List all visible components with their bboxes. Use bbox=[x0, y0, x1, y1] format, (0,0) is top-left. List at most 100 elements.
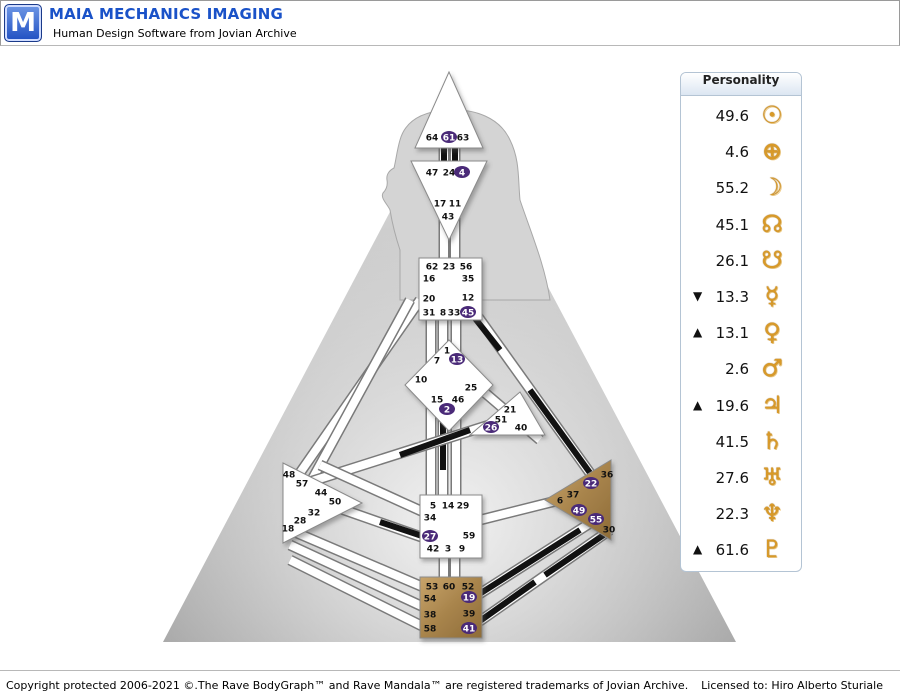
moon-icon: ☽ bbox=[761, 173, 783, 202]
gate-label[interactable]: 21 bbox=[504, 406, 517, 416]
ajna-center[interactable] bbox=[410, 160, 488, 242]
gate-label[interactable]: 24 bbox=[443, 169, 456, 179]
maia-logo-icon: M bbox=[4, 4, 42, 42]
gate-label[interactable]: 58 bbox=[424, 625, 437, 635]
gate-label[interactable]: 61 bbox=[443, 134, 456, 144]
gate-label[interactable]: 6 bbox=[557, 497, 563, 507]
personality-value: 49.6 bbox=[715, 107, 749, 125]
g-center-center[interactable] bbox=[404, 339, 494, 432]
active-gate-marker bbox=[422, 530, 438, 542]
personality-value: 45.1 bbox=[715, 215, 749, 234]
personality-row: ▲ 61.6 ♇ bbox=[681, 535, 801, 565]
gate-label[interactable]: 26 bbox=[485, 424, 498, 434]
gate-label[interactable]: 18 bbox=[282, 525, 295, 535]
gate-label[interactable]: 20 bbox=[423, 295, 436, 305]
gate-label[interactable]: 40 bbox=[515, 424, 528, 434]
gate-label[interactable]: 49 bbox=[573, 507, 586, 517]
head-center[interactable] bbox=[414, 70, 484, 149]
gate-label[interactable]: 13 bbox=[451, 356, 464, 366]
gate-label[interactable]: 22 bbox=[585, 480, 598, 490]
gate-label[interactable]: 32 bbox=[308, 509, 321, 519]
gate-label[interactable]: 46 bbox=[452, 396, 465, 406]
active-gate-marker bbox=[583, 477, 599, 489]
personality-row: 2.6♂ bbox=[681, 354, 801, 384]
gate-label[interactable]: 42 bbox=[427, 545, 440, 555]
gate-label[interactable]: 19 bbox=[463, 594, 476, 604]
personality-row: 49.6☉ bbox=[681, 101, 801, 131]
gate-label[interactable]: 12 bbox=[462, 294, 475, 304]
pluto-icon: ♇ bbox=[761, 535, 783, 564]
gate-label[interactable]: 36 bbox=[601, 471, 614, 481]
gate-label[interactable]: 56 bbox=[460, 263, 473, 273]
gate-label[interactable]: 39 bbox=[463, 610, 476, 620]
gate-label[interactable]: 31 bbox=[423, 309, 436, 319]
gate-label[interactable]: 14 bbox=[442, 502, 455, 512]
personality-value: 22.3 bbox=[715, 505, 749, 524]
app-subtitle: Human Design Software from Jovian Archiv… bbox=[53, 27, 297, 40]
personality-value: 61.6 bbox=[715, 541, 749, 560]
gate-label[interactable]: 54 bbox=[424, 595, 437, 605]
north-node-icon: ☊ bbox=[761, 209, 783, 238]
gate-label[interactable]: 35 bbox=[462, 275, 475, 285]
active-gate-marker bbox=[439, 403, 455, 415]
gate-label[interactable]: 33 bbox=[448, 309, 461, 319]
gate-label[interactable]: 17 bbox=[434, 200, 447, 210]
gate-label[interactable]: 23 bbox=[443, 263, 456, 273]
gate-label[interactable]: 41 bbox=[463, 625, 476, 635]
gate-label[interactable]: 30 bbox=[603, 526, 616, 536]
active-gate-marker bbox=[461, 622, 477, 634]
gate-label[interactable]: 53 bbox=[426, 583, 439, 593]
gate-label[interactable]: 9 bbox=[459, 545, 465, 555]
up-arrow-icon: ▲ bbox=[693, 325, 703, 340]
throat-center[interactable] bbox=[418, 257, 483, 321]
gate-label[interactable]: 7 bbox=[434, 357, 440, 367]
active-gate-marker bbox=[588, 513, 604, 525]
gate-label[interactable]: 64 bbox=[426, 134, 439, 144]
gate-label[interactable]: 45 bbox=[462, 309, 475, 319]
personality-row: 4.6⊕ bbox=[681, 137, 801, 167]
up-arrow-icon: ▲ bbox=[693, 397, 703, 412]
gate-label[interactable]: 38 bbox=[424, 611, 437, 621]
sacral-center[interactable] bbox=[419, 494, 483, 559]
active-gate-marker bbox=[460, 306, 476, 318]
up-arrow-icon: ▲ bbox=[693, 542, 703, 557]
license-text: Licensed to: Hiro Alberto Sturiale bbox=[701, 679, 883, 692]
gate-label[interactable]: 25 bbox=[465, 384, 478, 394]
gate-label[interactable]: 2 bbox=[444, 406, 450, 416]
gate-label[interactable]: 34 bbox=[424, 514, 437, 524]
gate-label[interactable]: 4 bbox=[459, 169, 465, 179]
gate-label[interactable]: 55 bbox=[590, 516, 603, 526]
gate-label[interactable]: 57 bbox=[296, 480, 309, 490]
gate-label[interactable]: 29 bbox=[457, 502, 470, 512]
gate-label[interactable]: 47 bbox=[426, 169, 439, 179]
gate-label[interactable]: 50 bbox=[329, 498, 342, 508]
gate-label[interactable]: 16 bbox=[423, 275, 436, 285]
gate-label[interactable]: 8 bbox=[440, 309, 446, 319]
gate-label[interactable]: 43 bbox=[442, 213, 455, 223]
gate-label[interactable]: 44 bbox=[315, 489, 328, 499]
gate-label[interactable]: 37 bbox=[567, 491, 580, 501]
active-gate-marker bbox=[483, 421, 499, 433]
gate-label[interactable]: 52 bbox=[462, 583, 475, 593]
gate-label[interactable]: 1 bbox=[444, 347, 450, 357]
gate-label[interactable]: 10 bbox=[415, 376, 428, 386]
gate-label[interactable]: 60 bbox=[443, 583, 456, 593]
gate-label[interactable]: 27 bbox=[424, 533, 437, 543]
gate-label[interactable]: 62 bbox=[426, 263, 439, 273]
personality-row: ▲13.1♀ bbox=[681, 318, 801, 348]
personality-value: 19.6 bbox=[715, 396, 749, 415]
earth-icon: ⊕ bbox=[761, 137, 783, 166]
gate-label[interactable]: 5 bbox=[430, 502, 436, 512]
gate-label[interactable]: 15 bbox=[431, 396, 444, 406]
gate-label[interactable]: 63 bbox=[457, 134, 470, 144]
gate-label[interactable]: 59 bbox=[463, 532, 476, 542]
gate-label[interactable]: 51 bbox=[495, 416, 508, 426]
neptune-icon: ♆ bbox=[761, 499, 783, 528]
spleen-center[interactable] bbox=[282, 462, 364, 544]
gate-label[interactable]: 11 bbox=[449, 200, 462, 210]
active-gate-marker bbox=[571, 504, 587, 516]
mars-icon: ♂ bbox=[761, 354, 783, 383]
gate-label[interactable]: 3 bbox=[445, 545, 451, 555]
gate-label[interactable]: 28 bbox=[294, 517, 307, 527]
gate-label[interactable]: 48 bbox=[283, 471, 296, 481]
